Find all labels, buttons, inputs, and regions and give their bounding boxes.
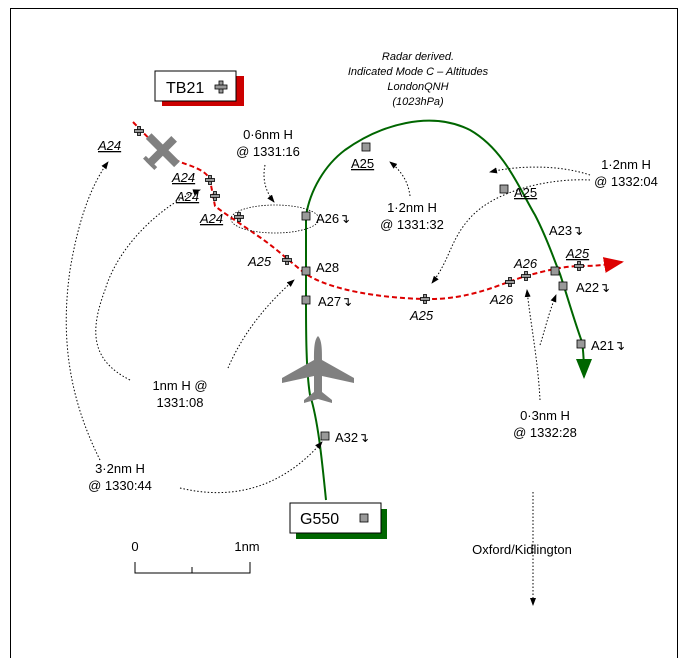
note-line-2: Indicated Mode C – Altitudes	[348, 66, 489, 78]
callout-c4-line1: 1nm H @	[152, 378, 207, 393]
g550-alt-label: A32↴	[335, 430, 369, 445]
tb21-alt-label: A24	[199, 211, 223, 226]
plus-marker	[234, 212, 244, 222]
tb21-label: TB21	[166, 80, 204, 97]
arrow-c5a	[524, 289, 541, 401]
callout-c5-line1: 0·3nm H	[520, 408, 570, 423]
arrow-c4a	[95, 189, 201, 381]
callout-c2-line2: @ 1331:32	[380, 217, 444, 232]
arrow-c6a	[65, 161, 109, 461]
tb21-label-box: TB21	[154, 70, 244, 106]
tb21-alt-label: A26	[489, 292, 514, 307]
square-marker	[301, 211, 311, 221]
plus-marker	[282, 255, 292, 265]
tb21-aircraft-icon	[143, 133, 180, 170]
tb21-alt-label: A25	[247, 254, 272, 269]
plus-marker	[505, 277, 515, 287]
square-marker	[301, 295, 311, 305]
g550-markers	[301, 142, 586, 441]
arrow-c3a	[489, 166, 591, 176]
square-marker	[320, 431, 330, 441]
callout-c6-line1: 3·2nm H	[95, 461, 145, 476]
tb21-alt-label: A24	[171, 170, 195, 185]
scale-end-label: 1nm	[234, 539, 259, 554]
callout-c6-line2: @ 1330:44	[88, 478, 152, 493]
callout-c5-line2: @ 1332:28	[513, 425, 577, 440]
g550-label-box: G550	[289, 502, 387, 539]
plus-marker	[574, 261, 584, 271]
arrow-c2	[389, 161, 411, 197]
g550-alt-label: A26↴	[316, 211, 350, 226]
plus-marker	[134, 126, 144, 136]
tb21-altitude-labels: A24 A24 A24 A24 A25 A25 A26 A26 A25	[97, 138, 590, 323]
square-marker	[550, 266, 560, 276]
g550-alt-label: A25	[514, 185, 537, 200]
plus-marker	[420, 294, 430, 304]
tb21-plus-icon	[214, 80, 228, 94]
g550-label: G550	[300, 511, 339, 528]
callout-c4-line2: 1331:08	[157, 395, 204, 410]
g550-altitude-labels: A25 A25 A26↴ A28 A27↴ A23↴ A22↴ A21↴ A32…	[316, 156, 625, 445]
radar-note: Radar derived. Indicated Mode C – Altitu…	[348, 51, 489, 108]
callout-c2-line1: 1·2nm H	[387, 200, 437, 215]
plus-marker	[521, 271, 531, 281]
g550-alt-label: A27↴	[318, 294, 352, 309]
proximity-ellipse	[230, 204, 320, 234]
g550-alt-label: A25	[351, 156, 374, 171]
arrow-c5b	[539, 294, 557, 346]
plus-marker	[210, 191, 220, 201]
diagram-frame	[10, 8, 678, 658]
callout-c3-line1: 1·2nm H	[601, 157, 651, 172]
callout-c1-line1: 0·6nm H	[243, 127, 293, 142]
tb21-alt-label: A25	[565, 246, 590, 261]
tb21-alt-label: A26	[513, 256, 538, 271]
tb21-markers	[134, 126, 584, 304]
arrow-c1	[263, 164, 275, 203]
scale-start-label: 0	[131, 539, 138, 554]
g550-alt-label: A22↴	[576, 280, 610, 295]
callout-arrows	[65, 161, 591, 606]
tb21-alt-label: A24	[97, 138, 121, 153]
g550-alt-label: A23↴	[549, 223, 583, 238]
note-line-4: (1023hPa)	[392, 96, 444, 108]
plus-marker	[205, 175, 215, 185]
g550-alt-label: A28	[316, 260, 339, 275]
scale-bar: 0 1nm	[131, 539, 260, 574]
callout-c1-line2: @ 1331:16	[236, 144, 300, 159]
airfield-label: Oxford/Kidlington	[472, 542, 572, 557]
square-marker	[576, 339, 586, 349]
arrow-c6b	[179, 441, 323, 494]
tb21-alt-label: A25	[409, 308, 434, 323]
note-line-3: LondonQNH	[387, 81, 448, 93]
callouts: 0·6nm H @ 1331:16 1·2nm H @ 1331:32 1·2n…	[88, 127, 658, 493]
square-marker	[301, 266, 311, 276]
square-marker	[558, 281, 568, 291]
square-marker	[361, 142, 371, 152]
g550-alt-label: A21↴	[591, 338, 625, 353]
g550-square-icon	[359, 513, 369, 523]
callout-c3-line2: @ 1332:04	[594, 174, 658, 189]
arrow-c4b	[227, 279, 295, 369]
square-marker	[499, 184, 509, 194]
g550-aircraft-icon	[282, 336, 354, 403]
note-line-1: Radar derived.	[382, 51, 454, 63]
